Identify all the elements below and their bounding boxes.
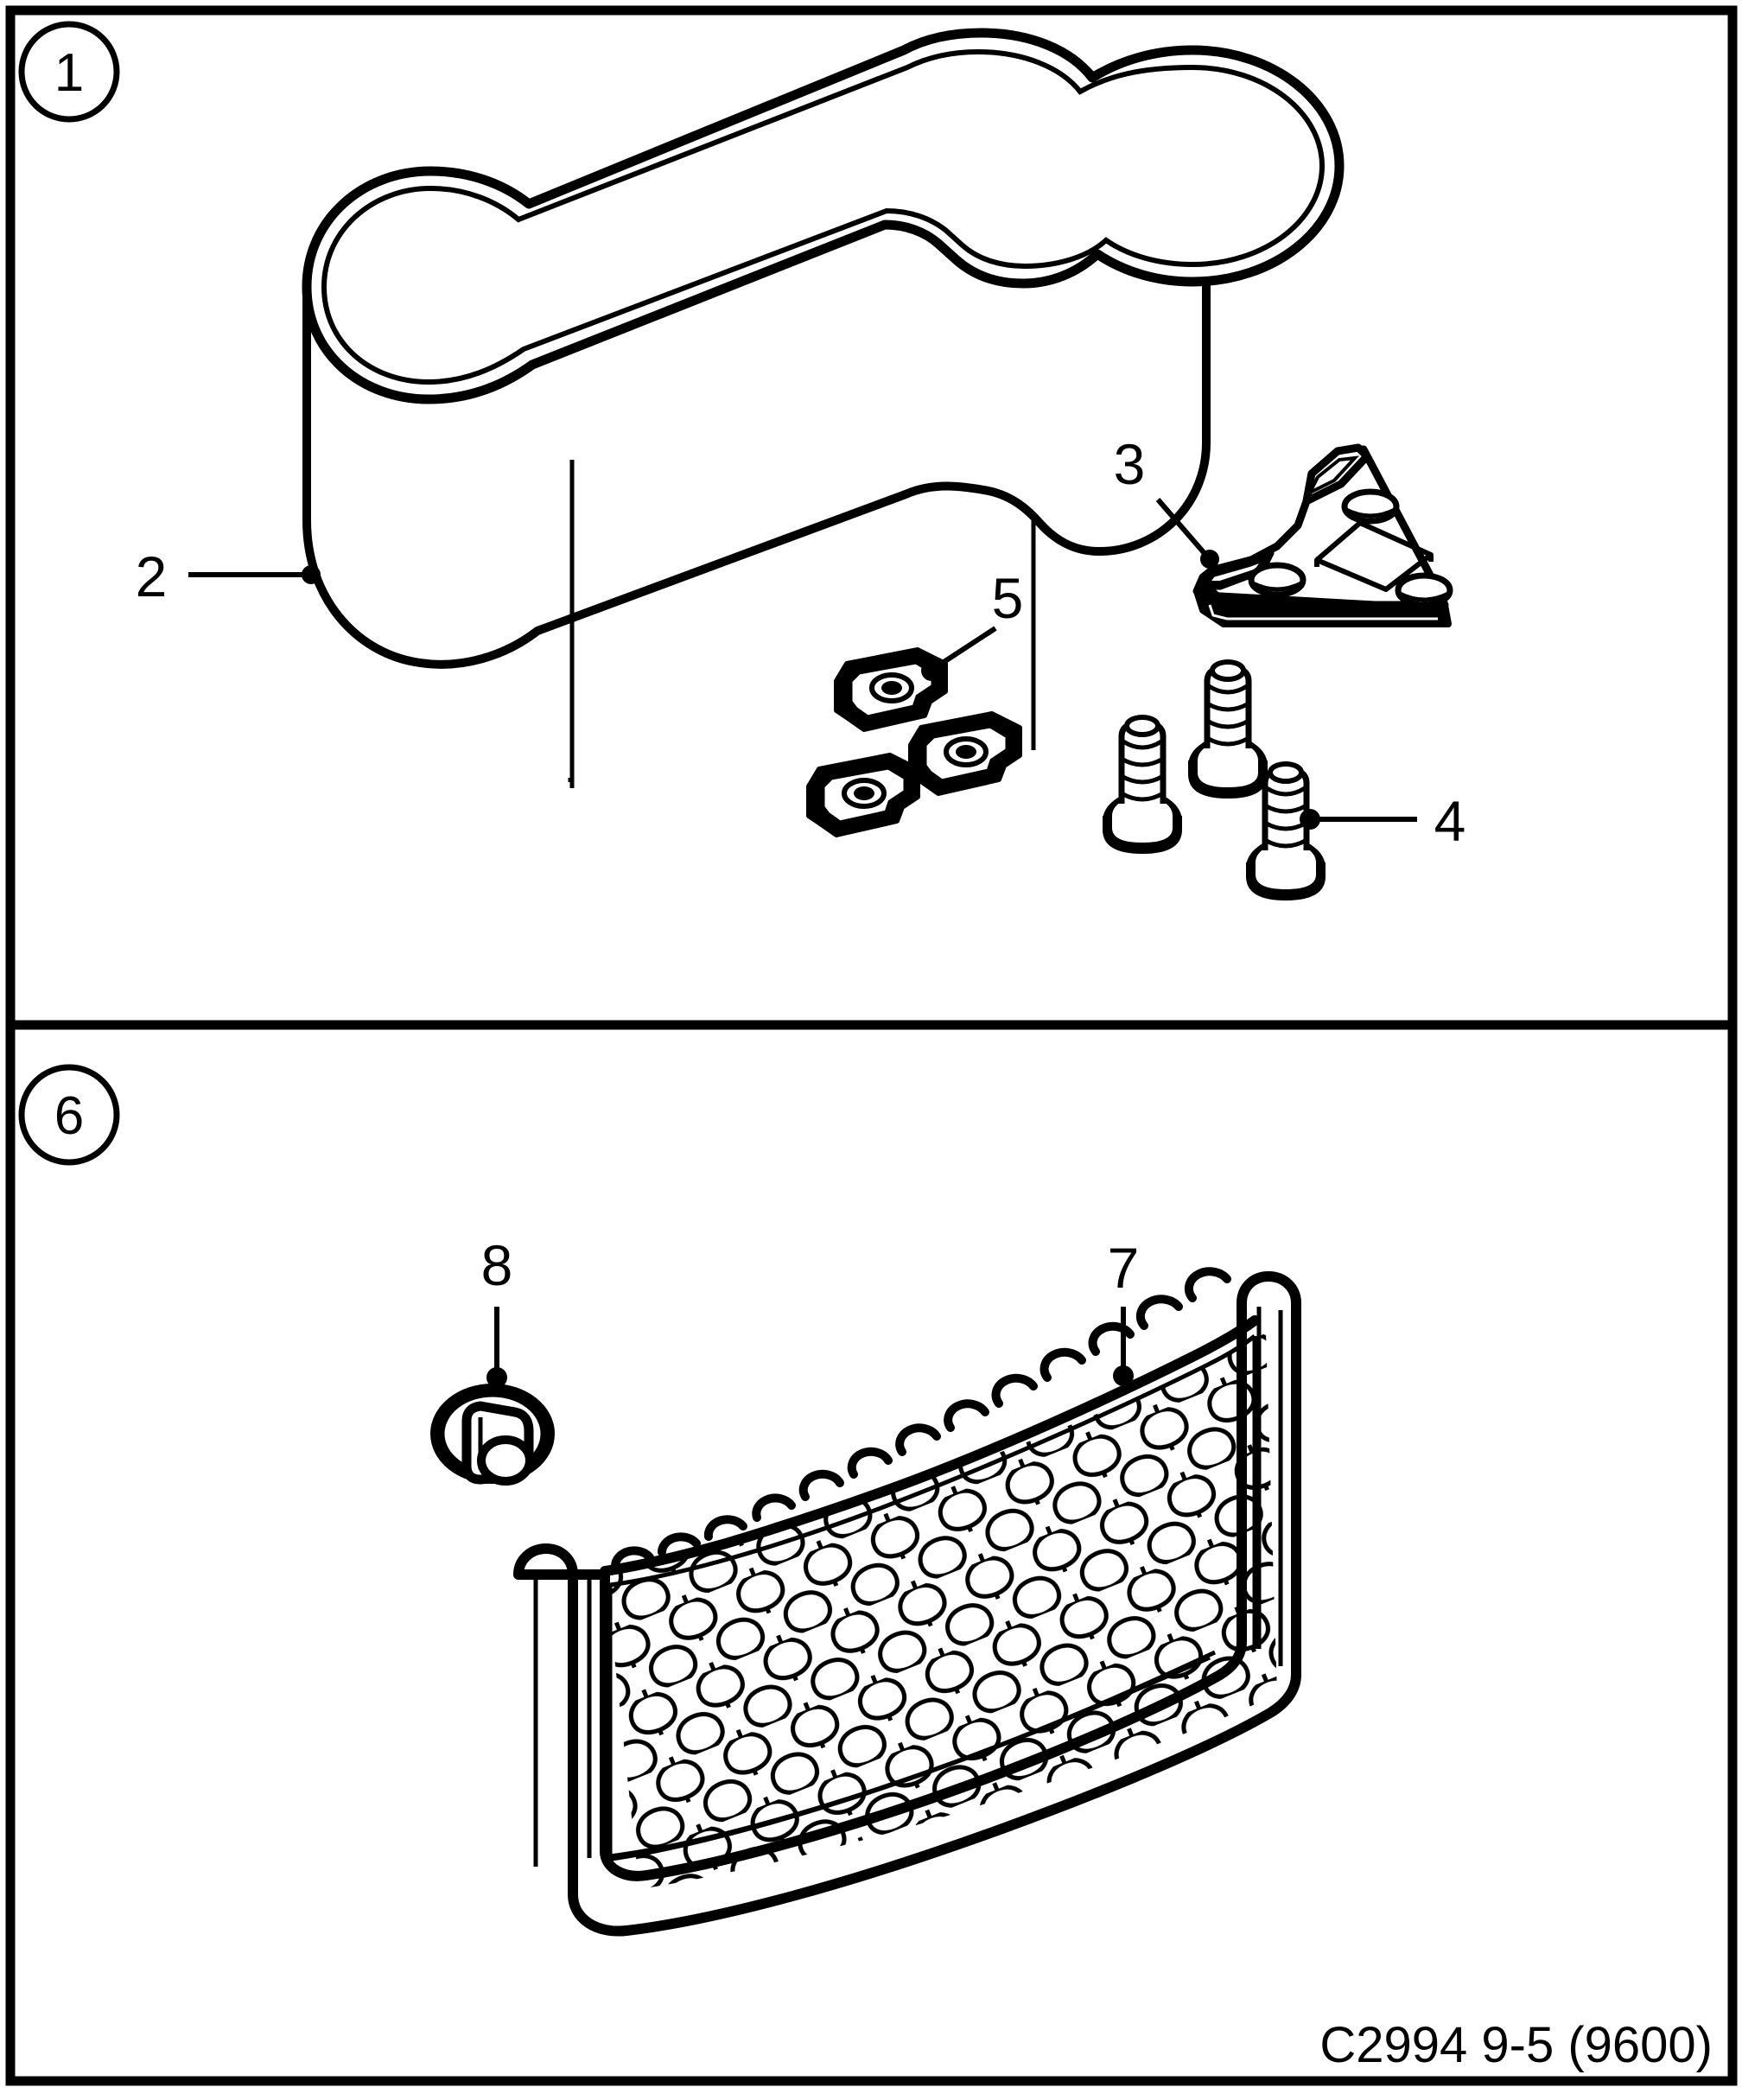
callout-7: 7 xyxy=(1108,1236,1140,1386)
panel-badge-6: 6 xyxy=(18,1064,120,1166)
panel-badge-1: 1 xyxy=(18,21,120,123)
spring-clip-nut xyxy=(806,753,920,837)
callout-number-4: 4 xyxy=(1434,789,1466,853)
callout-number-8: 8 xyxy=(481,1233,513,1297)
screw xyxy=(1103,715,1182,854)
callout-8: 8 xyxy=(481,1233,513,1388)
callout-2: 2 xyxy=(136,544,321,608)
callout-number-2: 2 xyxy=(136,544,168,608)
spring-clip-nut xyxy=(834,647,948,732)
part-spring-clip-nuts xyxy=(806,647,1022,837)
screw xyxy=(1188,659,1268,799)
storage-bin-render xyxy=(242,28,1357,788)
callout-4: 4 xyxy=(1300,789,1465,853)
spring-clip-nut xyxy=(908,711,1022,796)
diagram-caption: C2994 9-5 (9600) xyxy=(1319,2017,1713,2073)
part-screws xyxy=(1103,659,1326,900)
callout-3: 3 xyxy=(1114,432,1219,569)
panel-number-label: 1 xyxy=(54,43,84,103)
callout-number-3: 3 xyxy=(1114,432,1146,496)
part-cargo-net xyxy=(513,1267,1301,1937)
screw xyxy=(1246,761,1326,900)
part-mounting-bracket xyxy=(1192,443,1453,627)
callout-number-7: 7 xyxy=(1108,1236,1140,1300)
diagram-frame xyxy=(5,5,1738,2086)
callout-number-5: 5 xyxy=(992,566,1024,630)
part-net-fastener-stud xyxy=(430,1384,555,1486)
callout-5: 5 xyxy=(921,566,1023,681)
panel-number-label: 6 xyxy=(54,1086,84,1146)
